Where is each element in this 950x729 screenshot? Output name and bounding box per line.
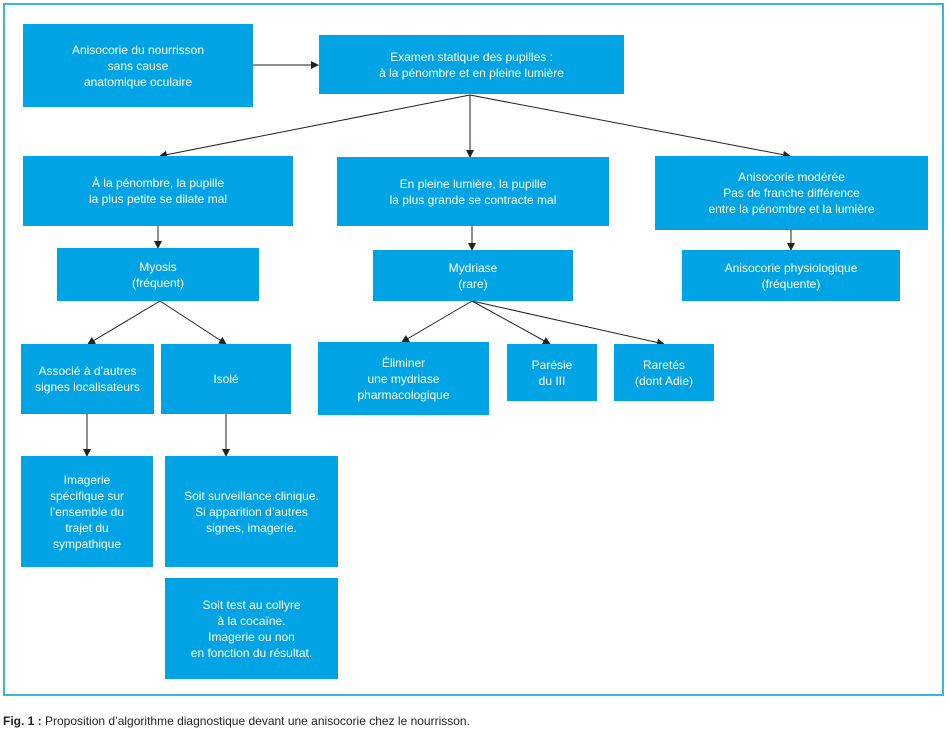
node-examen-statique-text: Examen statique des pupilles : à la péno… xyxy=(379,49,564,80)
edge-exam-to-penombre xyxy=(159,94,471,159)
node-surveillance-text: Soit surveillance clinique. Si apparitio… xyxy=(184,488,319,535)
node-collyre-text: Soit test au collyre à la cocaïne. Image… xyxy=(190,597,313,660)
node-eliminer: Éliminer une mydriase pharmacologique xyxy=(318,342,489,415)
node-root-anisocorie: Anisocorie du nourrisson sans cause anat… xyxy=(23,24,253,107)
node-collyre: Soit test au collyre à la cocaïne. Image… xyxy=(165,578,338,679)
node-isole-text: Isolé xyxy=(213,372,239,386)
node-raretes-text: Raretés (dont Adie) xyxy=(634,357,694,388)
node-paresie-text: Parésie du III xyxy=(531,357,573,388)
node-penombre: À la pénombre, la pupille la plus petite… xyxy=(23,156,293,226)
node-anisocorie-physiologique: Anisocorie physiologique (fréquente) xyxy=(682,250,900,301)
node-mydriase: Mydriase (rare) xyxy=(373,250,573,301)
figure-caption: Fig. 1 : Proposition d’algorithme diagno… xyxy=(3,714,470,728)
node-isole: Isolé xyxy=(161,344,291,414)
node-mydriase-text: Mydriase (rare) xyxy=(448,260,498,291)
figure-caption-label: Fig. 1 : xyxy=(3,714,42,728)
node-eliminer-text: Éliminer une mydriase pharmacologique xyxy=(357,355,450,402)
node-anisocorie-moderee: Anisocorie modérée Pas de franche différ… xyxy=(655,156,928,230)
node-raretes: Raretés (dont Adie) xyxy=(614,344,714,401)
node-anisocorie-physiologique-text: Anisocorie physiologique (fréquente) xyxy=(724,260,858,291)
figure-caption-text: Proposition d’algorithme diagnostique de… xyxy=(41,714,470,728)
edge-exam-to-moderee xyxy=(469,94,791,159)
node-surveillance: Soit surveillance clinique. Si apparitio… xyxy=(165,456,338,567)
node-pleine-lumiere: En pleine lumière, la pupille la plus gr… xyxy=(337,157,609,226)
edge-myosis-to-isole xyxy=(159,300,227,345)
node-associe: Associé à d’autres signes localisateurs xyxy=(21,344,154,414)
node-root-anisocorie-text: Anisocorie du nourrisson sans cause anat… xyxy=(71,42,205,89)
edge-mydriase-to-raretes xyxy=(471,300,665,347)
diagram-frame xyxy=(3,3,944,696)
edge-mydriase-to-eliminer xyxy=(401,300,473,343)
node-associe-text: Associé à d’autres signes localisateurs xyxy=(35,364,140,394)
node-anisocorie-moderee-text: Anisocorie modérée Pas de franche différ… xyxy=(708,170,875,216)
node-paresie: Parésie du III xyxy=(507,344,597,401)
node-examen-statique: Examen statique des pupilles : à la péno… xyxy=(319,35,624,94)
edge-mydriase-to-paresie xyxy=(471,300,551,345)
edge-myosis-to-associe xyxy=(87,300,161,345)
node-imagerie-text: Imagerie spécifique sur l’ensemble du tr… xyxy=(49,472,125,551)
node-pleine-lumiere-text: En pleine lumière, la pupille la plus gr… xyxy=(389,176,557,207)
node-myosis-text: Myosis (fréquent) xyxy=(131,259,185,290)
node-imagerie: Imagerie spécifique sur l’ensemble du tr… xyxy=(21,456,153,567)
node-myosis: Myosis (fréquent) xyxy=(57,248,259,301)
node-penombre-text: À la pénombre, la pupille la plus petite… xyxy=(88,176,228,206)
